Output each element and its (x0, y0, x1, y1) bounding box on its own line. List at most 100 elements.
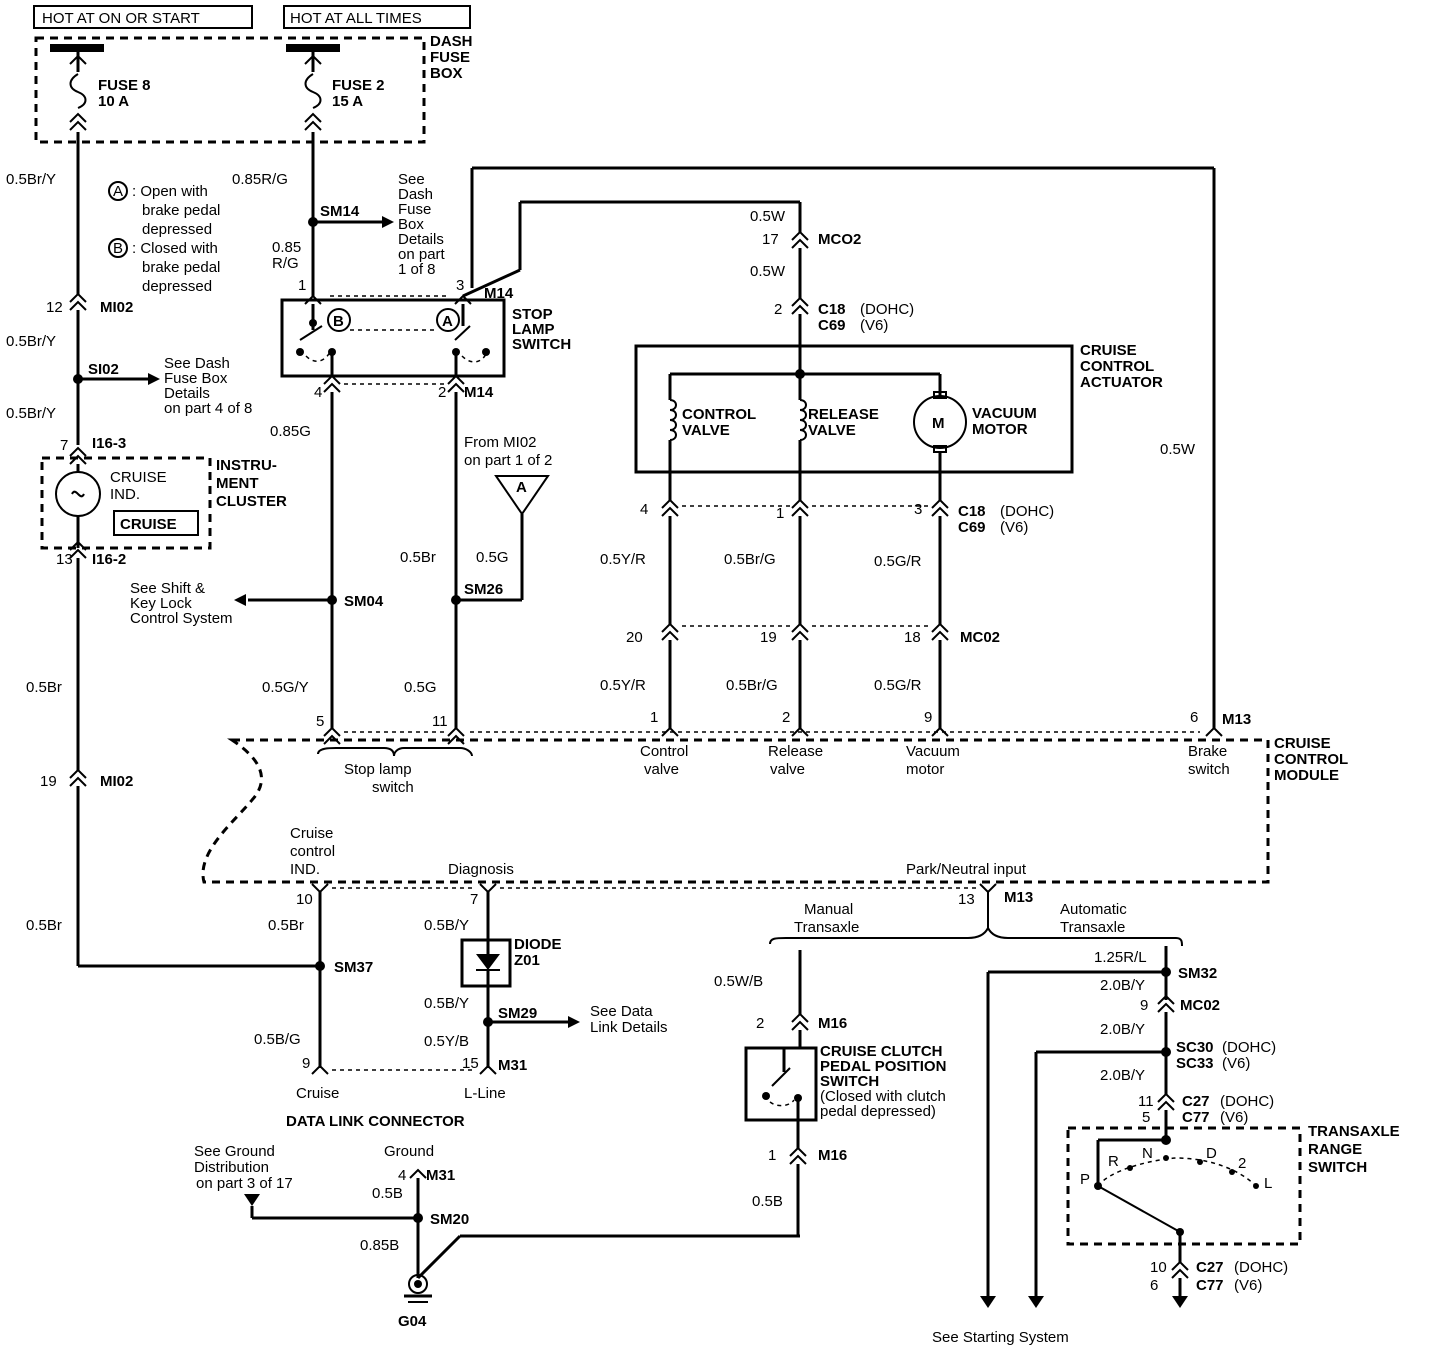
svg-text:PEDAL POSITION: PEDAL POSITION (820, 1058, 946, 1075)
svg-text:LAMP: LAMP (512, 321, 555, 338)
stop-lamp-switch-box (280, 298, 506, 378)
svg-text:7: 7 (470, 891, 478, 908)
ground-section: Ground 4 M31 0.5B SM20 See Ground Distri… (194, 1143, 800, 1330)
svg-text:0.85G: 0.85G (270, 423, 311, 440)
svg-text:0.5W: 0.5W (750, 208, 786, 225)
svg-text:2: 2 (782, 709, 790, 726)
instrument-cluster-box (40, 456, 212, 550)
svg-text:9: 9 (302, 1055, 310, 1072)
svg-text:B: B (333, 313, 344, 330)
svg-text:BOX: BOX (430, 65, 463, 82)
svg-text:pedal depressed): pedal depressed) (820, 1103, 936, 1120)
svg-text:See Ground: See Ground (194, 1143, 275, 1160)
svg-text:C77: C77 (1196, 1277, 1224, 1294)
svg-text:9: 9 (924, 709, 932, 726)
fuse-2-rating: 15 A (332, 93, 363, 110)
svg-text:IND.: IND. (110, 486, 140, 503)
svg-text:1 of 8: 1 of 8 (398, 261, 436, 278)
svg-text:MI02: MI02 (100, 773, 133, 790)
svg-text:0.5B/G: 0.5B/G (254, 1031, 301, 1048)
svg-text:11: 11 (1138, 1093, 1154, 1110)
module-outline (201, 738, 1270, 884)
svg-text:0.5G/R: 0.5G/R (874, 677, 922, 694)
svg-text:SWITCH: SWITCH (512, 336, 571, 353)
svg-text:Brake: Brake (1188, 743, 1227, 760)
svg-text:0.5Y/R: 0.5Y/R (600, 551, 646, 568)
left-branch: 0.5Br/Y 12 MI02 0.5Br/Y SI02 See Dash Fu… (6, 132, 320, 968)
svg-text:: Closed with: : Closed with (132, 240, 218, 257)
svg-text:on part 4 of 8: on part 4 of 8 (164, 400, 252, 417)
svg-text:SM20: SM20 (430, 1211, 469, 1228)
svg-text:C18: C18 (818, 301, 846, 318)
release-valve-coil (799, 399, 807, 441)
svg-text:Cruise: Cruise (290, 825, 333, 842)
connector-a-triangle (494, 475, 550, 516)
svg-text:10: 10 (1150, 1259, 1167, 1276)
svg-text:19: 19 (40, 773, 57, 790)
svg-text:C69: C69 (958, 519, 986, 536)
note-b-circle (327, 308, 351, 332)
svg-text:SM29: SM29 (498, 1005, 537, 1022)
svg-text:15: 15 (462, 1055, 479, 1072)
svg-text:VALVE: VALVE (808, 422, 856, 439)
note-a-circle (436, 308, 460, 332)
cruise-control-module: CRUISE CONTROL MODULE 5 11 1 2 9 6 M13 S… (201, 709, 1348, 908)
svg-text:R: R (1108, 1153, 1119, 1170)
svg-text:0.5Br/Y: 0.5Br/Y (6, 405, 56, 422)
svg-text:0.5Br: 0.5Br (26, 917, 62, 934)
svg-text:Details: Details (164, 385, 210, 402)
svg-text:5: 5 (316, 713, 324, 730)
transaxle-range-section: 1.25R/L SM32 2.0B/Y 9 MC02 2.0B/Y SC30 (… (932, 946, 1400, 1346)
clutch-switch-box (744, 1046, 818, 1122)
svg-text:1.25R/L: 1.25R/L (1094, 949, 1147, 966)
svg-text:Stop lamp: Stop lamp (344, 761, 412, 778)
svg-text:brake pedal: brake pedal (142, 202, 220, 219)
fuse2-branch: 0.85R/G SM14 See Dash Fuse Box Details o… (108, 132, 800, 728)
svg-text:(DOHC): (DOHC) (1220, 1093, 1274, 1110)
svg-text:0.5Br/G: 0.5Br/G (726, 677, 778, 694)
svg-text:(V6): (V6) (1220, 1109, 1248, 1126)
svg-text:A: A (442, 313, 453, 330)
svg-text:C77: C77 (1182, 1109, 1210, 1126)
svg-text:R/G: R/G (272, 255, 299, 272)
svg-text:2.0B/Y: 2.0B/Y (1100, 977, 1145, 994)
svg-text:0.5B: 0.5B (752, 1193, 783, 1210)
svg-text:SM26: SM26 (464, 581, 503, 598)
hot-on-start-label: HOT AT ON OR START (42, 10, 200, 27)
svg-text:(DOHC): (DOHC) (1000, 503, 1054, 520)
svg-text:M16: M16 (818, 1015, 847, 1032)
svg-text:(V6): (V6) (1234, 1277, 1262, 1294)
svg-text:CONTROL: CONTROL (682, 406, 756, 423)
svg-text:0.5B: 0.5B (372, 1185, 403, 1202)
svg-text:0.5Br/G: 0.5Br/G (724, 551, 776, 568)
svg-text:17: 17 (762, 231, 779, 248)
svg-text:valve: valve (644, 761, 679, 778)
svg-text:SM32: SM32 (1178, 965, 1217, 982)
svg-text:M31: M31 (426, 1167, 455, 1184)
svg-text:RANGE: RANGE (1308, 1141, 1362, 1158)
svg-text:M13: M13 (1004, 889, 1033, 906)
svg-text:0.5Br: 0.5Br (400, 549, 436, 566)
svg-text:M31: M31 (498, 1057, 527, 1074)
svg-text:CONTROL: CONTROL (1080, 358, 1154, 375)
svg-text:7: 7 (60, 437, 68, 454)
hot-all-times-label: HOT AT ALL TIMES (290, 10, 422, 27)
svg-text:SWITCH: SWITCH (1308, 1159, 1367, 1176)
svg-text:Control: Control (640, 743, 688, 760)
svg-text:10: 10 (296, 891, 313, 908)
svg-text:Transaxle: Transaxle (1060, 919, 1125, 936)
svg-text:switch: switch (372, 779, 414, 796)
svg-text:Manual: Manual (804, 901, 853, 918)
svg-text:C18: C18 (958, 503, 986, 520)
svg-text:(V6): (V6) (1222, 1055, 1250, 1072)
svg-text:0.5Y/R: 0.5Y/R (600, 677, 646, 694)
svg-text:: Open with: : Open with (132, 183, 208, 200)
svg-text:MCO2: MCO2 (818, 231, 861, 248)
svg-text:MOTOR: MOTOR (972, 421, 1028, 438)
svg-text:SM04: SM04 (344, 593, 384, 610)
svg-text:on part 3 of 17: on part 3 of 17 (196, 1175, 293, 1192)
svg-text:(V6): (V6) (860, 317, 888, 334)
svg-text:Control System: Control System (130, 610, 233, 627)
svg-text:13: 13 (56, 551, 73, 568)
